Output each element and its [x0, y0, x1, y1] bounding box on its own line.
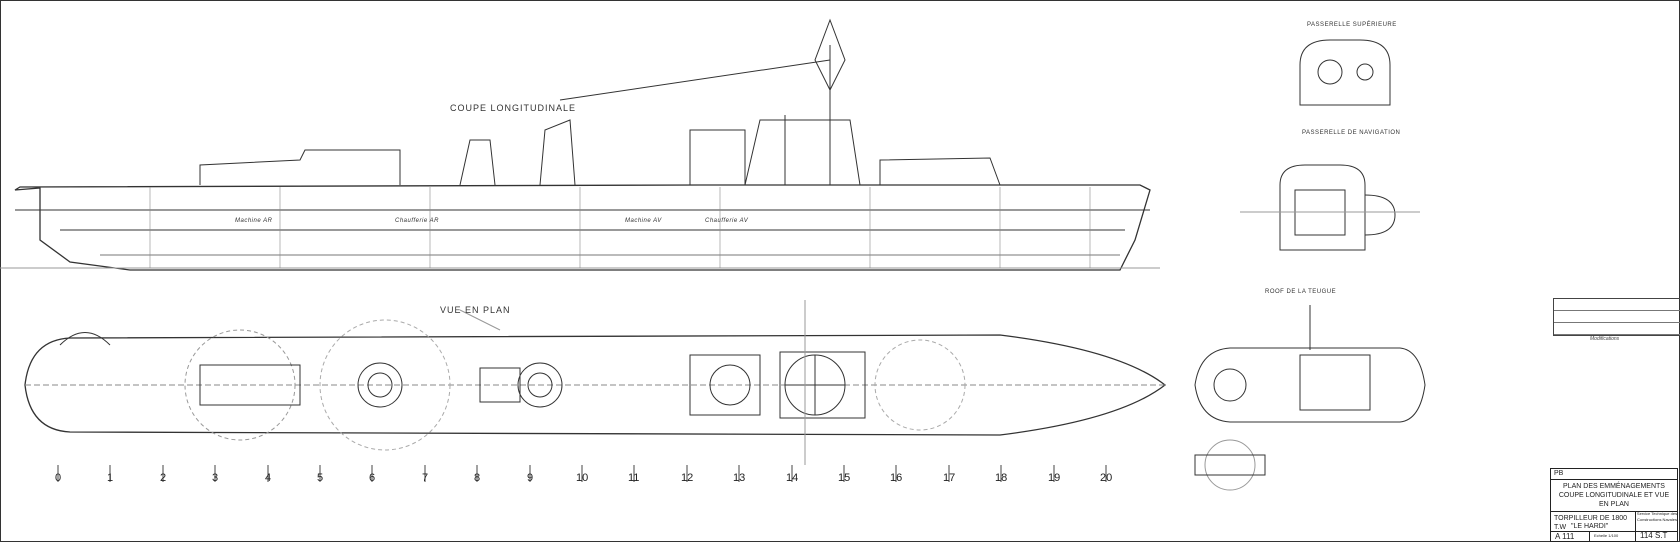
station-number: 15: [838, 472, 851, 484]
station-number: 16: [890, 472, 903, 484]
compartment-label: Machine AV: [625, 218, 662, 224]
station-number: 7: [422, 472, 429, 484]
nav-bridge-view: [1240, 164, 1420, 251]
scale: Echelle 1/100: [1589, 531, 1618, 541]
modifications-label: Modifications: [1590, 336, 1620, 342]
label-forecastle-roof: ROOF DE LA TEUGUE: [1265, 289, 1337, 295]
forecastle-roof-view: [1194, 305, 1426, 491]
drawing-number: 114 S.T: [1635, 531, 1667, 541]
station-number: 8: [474, 472, 481, 484]
ship-type: TORPILLEUR DE 1800 T.W: [1554, 515, 1628, 531]
label-longitudinal-section: COUPE LONGITUDINALE: [450, 103, 577, 113]
station-number: 10: [576, 472, 589, 484]
title-block: PB PLAN DES EMMÉNAGEMENTS COUPE LONGITUD…: [1550, 468, 1678, 542]
modifications-table: [1553, 298, 1680, 336]
station-number: 20: [1100, 472, 1113, 484]
station-number: 12: [681, 472, 694, 484]
station-number: 14: [786, 472, 799, 484]
station-number: 2: [160, 472, 167, 484]
ship-name: "LE HARDI": [1571, 523, 1609, 530]
station-number: 6: [369, 472, 376, 484]
label-plan-view: VUE EN PLAN: [440, 305, 511, 315]
station-number: 9: [527, 472, 534, 484]
station-number: 4: [265, 472, 272, 484]
station-number: 0: [55, 472, 62, 484]
station-number: 11: [628, 472, 640, 484]
plan-view: [24, 300, 1167, 465]
longitudinal-section: [0, 18, 1160, 271]
compartment-label: Chaufferie AV: [705, 218, 749, 224]
upper-bridge-view: [1299, 39, 1391, 106]
station-ticks: [57, 465, 1107, 482]
station-number: 13: [733, 472, 746, 484]
station-number: 19: [1048, 472, 1061, 484]
label-nav-bridge: PASSERELLE DE NAVIGATION: [1302, 130, 1401, 136]
station-number: 5: [317, 472, 324, 484]
station-number: 1: [107, 472, 114, 484]
station-number: 18: [995, 472, 1008, 484]
station-number: 3: [212, 472, 219, 484]
compartment-label: Machine AR: [235, 218, 273, 224]
compartment-label: Chaufferie AR: [395, 218, 439, 224]
sheet-code: A 111: [1555, 532, 1575, 541]
service-stamp: Service Technique des Constructions Nava…: [1635, 511, 1678, 531]
drawing-title: PLAN DES EMMÉNAGEMENTS COUPE LONGITUDINA…: [1558, 483, 1670, 508]
label-upper-bridge: PASSERELLE SUPÉRIEURE: [1307, 22, 1397, 28]
title-block-code: PB: [1554, 470, 1564, 477]
station-number: 17: [943, 472, 956, 484]
